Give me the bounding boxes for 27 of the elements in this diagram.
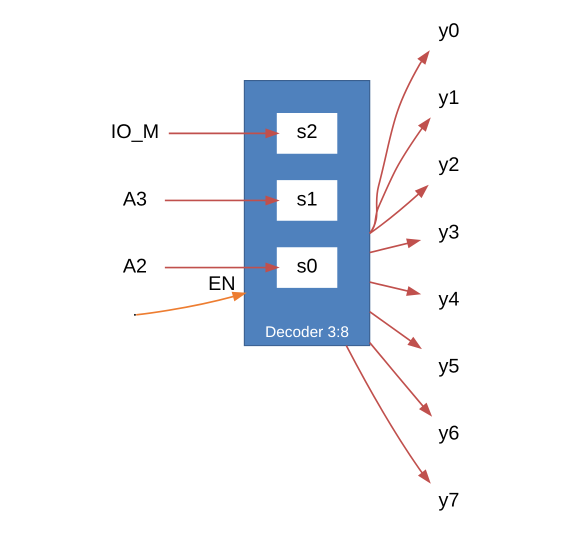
node-text: A3 (122, 188, 147, 210)
node-text: IO_M (110, 121, 159, 144)
node-text: y3 (438, 221, 459, 244)
node-text: A2 (122, 255, 147, 278)
node-text: y4 (438, 288, 459, 310)
arrow (368, 342, 432, 417)
arrow (164, 262, 280, 273)
node-box: s2 (276, 113, 337, 154)
node-text: y6 (438, 422, 459, 445)
arrow (369, 281, 421, 296)
edge-label: EN (208, 272, 236, 295)
arrow (368, 50, 430, 234)
node-text: y1 (438, 87, 459, 110)
node-text: y7 (438, 490, 459, 512)
arrow (164, 195, 280, 206)
arrow (368, 184, 428, 234)
arrow (368, 311, 422, 350)
node-box: s1 (276, 180, 337, 221)
node-text: y2 (438, 154, 459, 176)
arrow (369, 238, 421, 254)
arrow (368, 117, 430, 234)
arrow (168, 128, 280, 138)
arrow (136, 292, 246, 316)
node-text: y5 (438, 355, 459, 378)
node-box: s0 (276, 247, 337, 288)
node-text: y0 (438, 20, 459, 42)
arrow (345, 345, 430, 484)
